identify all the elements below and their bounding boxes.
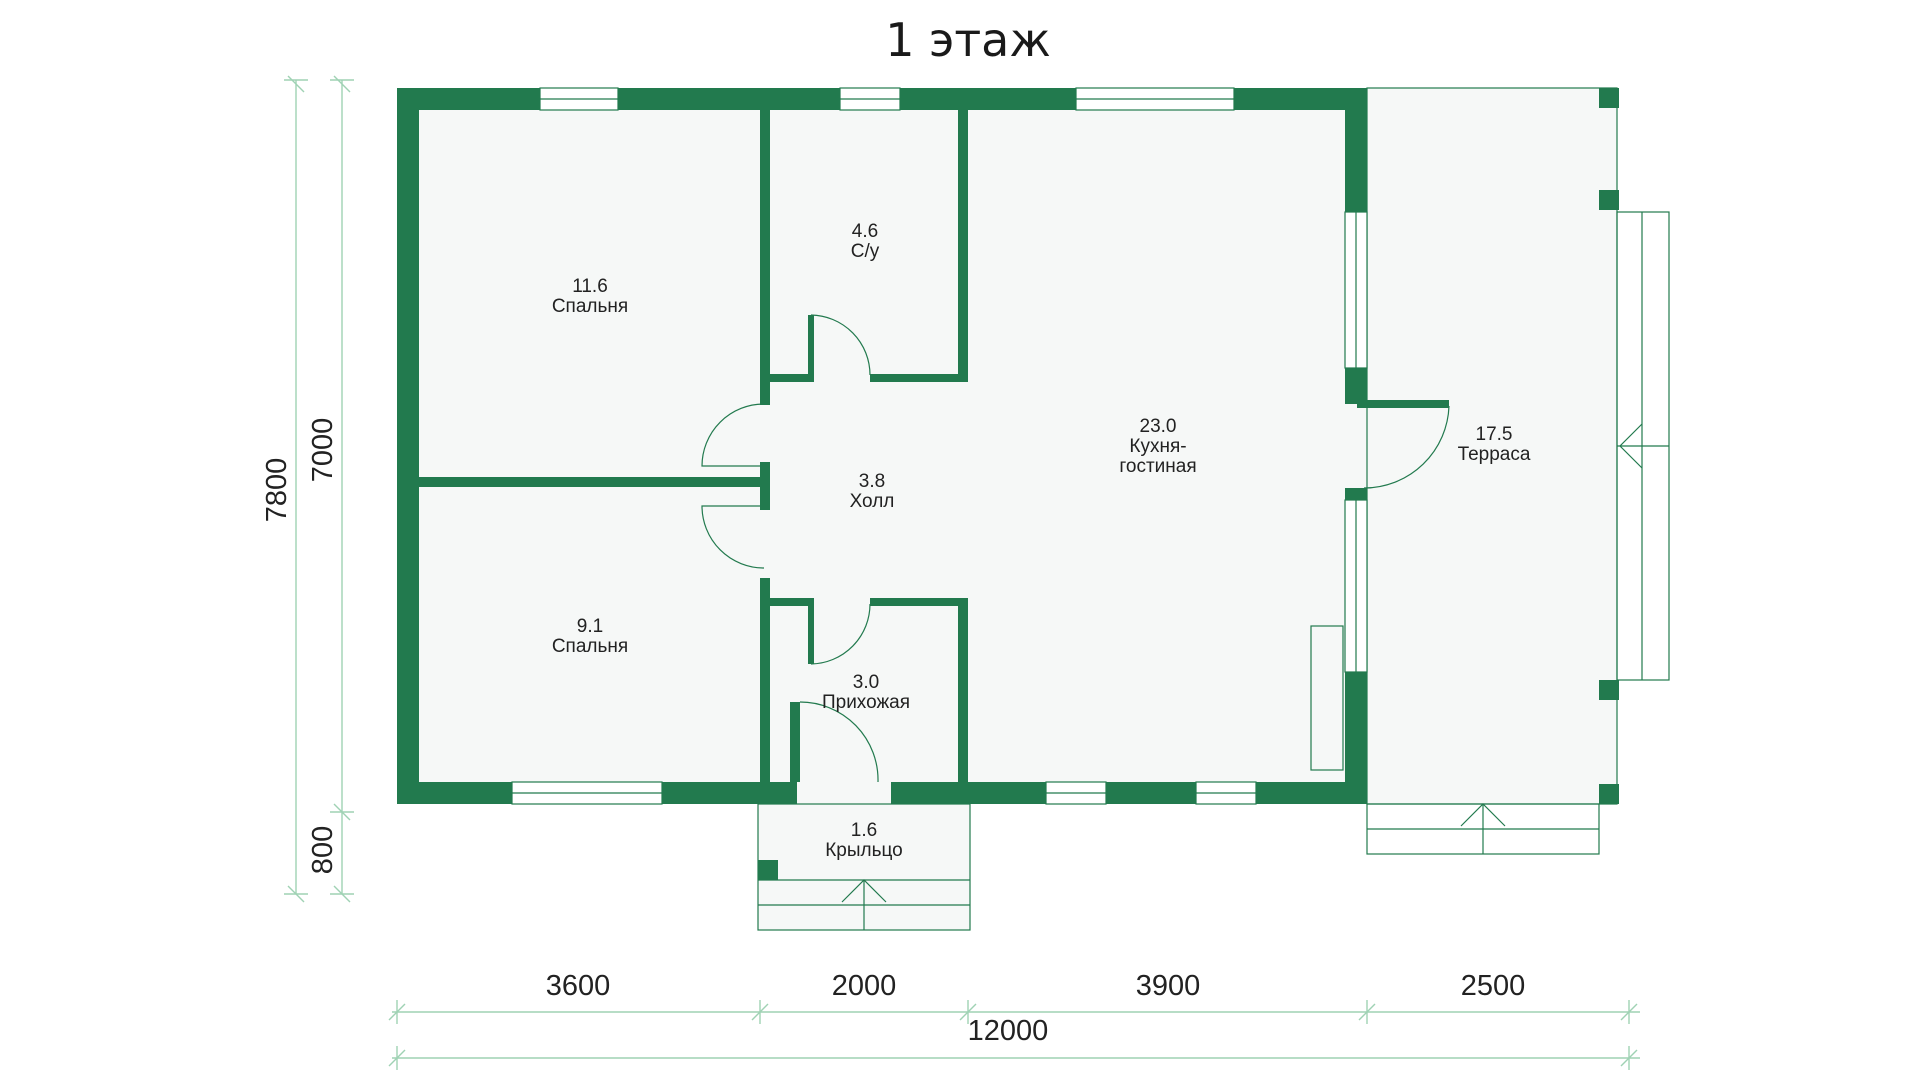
dim-tick xyxy=(388,1003,406,1021)
interior-wall xyxy=(958,110,968,382)
dim-tick xyxy=(388,1049,406,1067)
terrace-post xyxy=(1599,784,1619,804)
interior-wall xyxy=(760,598,808,606)
room-area: 1.6 xyxy=(851,820,877,841)
interior-wall xyxy=(790,702,800,782)
room-name: С/у xyxy=(851,241,880,262)
interior-wall xyxy=(808,315,814,382)
room-area: 23.0 xyxy=(1140,416,1177,437)
dim-label-total-width: 12000 xyxy=(968,1015,1049,1047)
terrace-side-stair-arrow xyxy=(1619,423,1643,469)
exterior-wall-right xyxy=(1345,488,1367,500)
room-area: 11.6 xyxy=(572,276,608,297)
exterior-wall-left xyxy=(397,88,419,804)
room-name-line-2: гостиная xyxy=(1119,456,1196,477)
dim-tick xyxy=(1358,1003,1376,1021)
dim-tick xyxy=(287,75,305,93)
dim-label-segment-3: 3900 xyxy=(1136,970,1201,1002)
door-bathroom xyxy=(810,314,871,376)
interior-wall xyxy=(958,598,968,782)
floor-title: 1 этаж xyxy=(885,13,1051,67)
door-bedroom-1 xyxy=(701,403,765,467)
interior-wall xyxy=(760,578,770,782)
room-name: Терраса xyxy=(1458,444,1531,465)
interior-wall xyxy=(1357,400,1449,408)
room-area: 9.1 xyxy=(577,616,603,637)
exterior-wall-right xyxy=(1345,672,1367,804)
room-label-hall: 3.8 Холл xyxy=(850,471,895,512)
terrace-post xyxy=(1599,190,1619,210)
porch-post xyxy=(758,860,778,880)
door-entrance xyxy=(799,701,879,783)
room-name: Крыльцо xyxy=(825,840,903,861)
porch-step-arrow xyxy=(841,879,887,903)
dim-tick xyxy=(287,885,305,903)
dim-label-segment-2: 2000 xyxy=(832,970,897,1002)
terrace-post xyxy=(1599,88,1619,108)
dim-tick xyxy=(333,885,351,903)
interior-wall xyxy=(808,598,814,664)
room-name: Спальня xyxy=(552,636,628,657)
door-terrace xyxy=(1363,405,1450,489)
room-name: Холл xyxy=(850,491,895,512)
exterior-wall-right xyxy=(1345,368,1367,404)
terrace-steps-arrow xyxy=(1460,803,1506,827)
exterior-wall-right xyxy=(1345,88,1367,212)
dim-label-segment-1: 3600 xyxy=(546,970,611,1002)
room-area: 4.6 xyxy=(852,221,878,242)
room-area: 3.8 xyxy=(859,471,885,492)
interior-wall xyxy=(419,477,764,487)
room-name: Прихожая xyxy=(822,692,910,713)
terrace-floor xyxy=(1367,88,1617,804)
dim-label-porch-height: 800 xyxy=(307,826,339,874)
dim-tick xyxy=(1620,1003,1638,1021)
room-label-bathroom: 4.6 С/у xyxy=(851,221,880,262)
dim-tick xyxy=(959,1003,977,1021)
dim-tick xyxy=(333,75,351,93)
room-label-terrace: 17.5 Терраса xyxy=(1458,424,1531,465)
interior-wall xyxy=(760,374,808,382)
interior-wall xyxy=(870,374,968,382)
room-label-bedroom-1: 11.6 Спальня xyxy=(552,276,628,317)
dim-tick xyxy=(1620,1049,1638,1067)
interior-wall xyxy=(760,462,770,510)
room-label-entrance-hall: 3.0 Прихожая xyxy=(822,672,910,713)
door-bedroom-2 xyxy=(701,505,765,569)
room-label-kitchen-living: 23.0 Кухня- гостиная xyxy=(1119,416,1196,477)
room-name: Кухня- xyxy=(1129,436,1186,457)
room-area: 17.5 xyxy=(1476,424,1513,445)
dim-tick xyxy=(333,803,351,821)
room-label-bedroom-2: 9.1 Спальня xyxy=(552,616,628,657)
exterior-wall-bottom xyxy=(891,782,1367,804)
kitchen-counter xyxy=(1310,625,1344,771)
interior-wall xyxy=(870,598,968,606)
room-area: 3.0 xyxy=(853,672,879,693)
terrace-post xyxy=(1599,680,1619,700)
dim-label-segment-4: 2500 xyxy=(1461,970,1526,1002)
room-label-porch: 1.6 Крыльцо xyxy=(825,820,903,861)
room-name: Спальня xyxy=(552,296,628,317)
dim-label-house-height: 7000 xyxy=(307,418,339,483)
dim-tick xyxy=(751,1003,769,1021)
interior-wall xyxy=(760,110,770,405)
dim-label-total-height: 7800 xyxy=(261,458,293,523)
door-entrance-hall xyxy=(810,603,871,665)
house-floor xyxy=(397,88,1367,804)
